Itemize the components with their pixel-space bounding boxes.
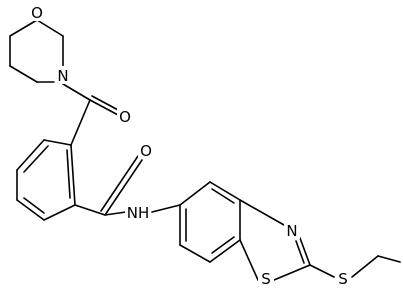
bond-line xyxy=(23,145,49,173)
bond-line xyxy=(23,197,45,214)
bond-line xyxy=(239,239,259,281)
thioether-sulfur-label: S xyxy=(338,270,348,288)
bond-line xyxy=(62,83,91,101)
bond-line xyxy=(91,95,121,112)
morpholine-oxygen-label: O xyxy=(31,4,43,22)
bond-line xyxy=(9,19,38,37)
morpholine-nitrogen-label: N xyxy=(57,67,68,85)
bond-line xyxy=(70,144,76,206)
thiazole-sulfur-label: S xyxy=(261,270,271,288)
bond-line xyxy=(179,244,211,263)
bond-line xyxy=(70,99,91,146)
bond-line xyxy=(179,181,211,206)
bond-line xyxy=(104,159,143,216)
bond-line xyxy=(211,188,235,204)
bond-line xyxy=(309,264,335,278)
bond-line xyxy=(209,181,241,201)
ketone-oxygen-label: O xyxy=(119,108,131,126)
bond-line xyxy=(16,139,45,171)
amide-nh-label: NH xyxy=(127,204,150,222)
bond-line xyxy=(43,204,76,221)
amide-oxygen-label: O xyxy=(140,142,152,160)
bond-line xyxy=(299,237,311,266)
bond-line xyxy=(36,19,64,37)
bond-line xyxy=(211,236,235,254)
bond-line xyxy=(351,255,379,278)
bond-line xyxy=(104,211,127,216)
bond-line xyxy=(43,139,72,146)
bond-line xyxy=(66,149,71,199)
bond-line xyxy=(151,204,181,213)
bond-line xyxy=(273,264,311,281)
bond-line xyxy=(100,155,139,212)
thiazole-nitrogen-label: N xyxy=(286,222,297,240)
bond-line xyxy=(89,99,119,116)
bond-line xyxy=(74,204,106,216)
bond-line xyxy=(9,65,38,83)
bond-line xyxy=(377,255,401,263)
bond-line xyxy=(239,199,285,226)
bond-line xyxy=(295,240,305,264)
bond-line xyxy=(16,199,45,221)
bond-line xyxy=(209,239,241,263)
